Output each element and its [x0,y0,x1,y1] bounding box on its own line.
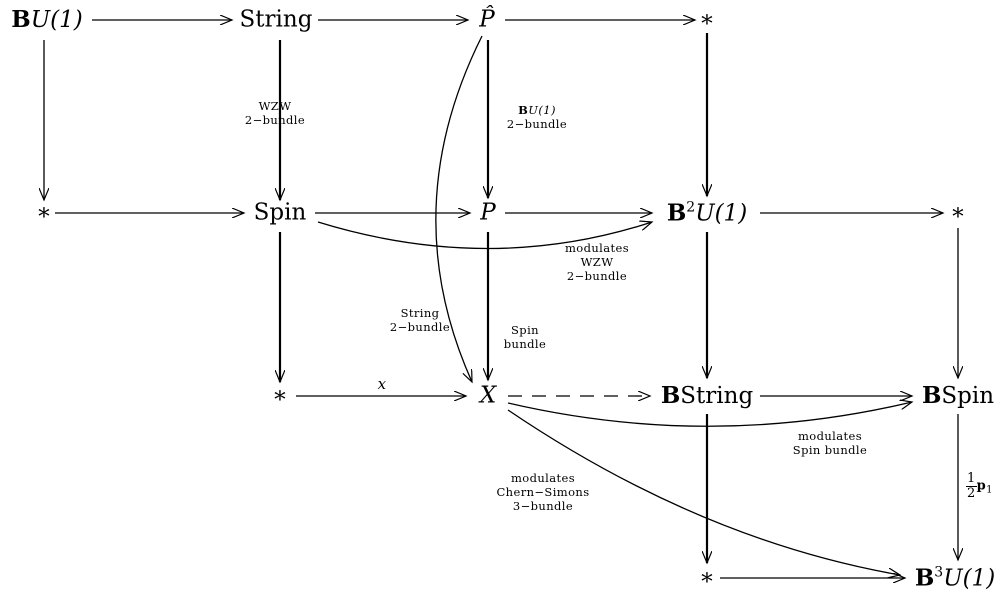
arrow-x-b3u1-curved [507,409,900,575]
label-bu1-bundle: BU(1) 2−bundle [506,103,568,131]
node-spin: Spin [253,199,307,226]
node-b2u1: B2U(1) [666,199,748,227]
node-star4: ∗ [272,382,288,409]
arrow-spin-b2u1-curved [317,222,652,250]
node-b3u1: B3U(1) [914,564,996,592]
node-bu1: BU(1) [11,6,83,33]
fraction-half: 1 2 [966,471,977,501]
arrow-x-bspin-curved [507,402,912,427]
label-x-map: x [377,375,387,393]
arrow-phat-x-curved [435,35,483,382]
node-star5: ∗ [699,564,715,591]
node-x: X [479,382,497,409]
node-phat: P̂ [479,6,495,33]
node-bspin: BSpin [921,382,995,409]
label-half-p1: 1 2 p1 [966,471,993,501]
node-string: String [239,6,313,33]
node-star1: ∗ [699,6,715,33]
node-bstring: BString [660,382,754,409]
node-p: P [480,199,496,226]
node-star3: ∗ [950,199,966,226]
node-star2: ∗ [36,199,52,226]
